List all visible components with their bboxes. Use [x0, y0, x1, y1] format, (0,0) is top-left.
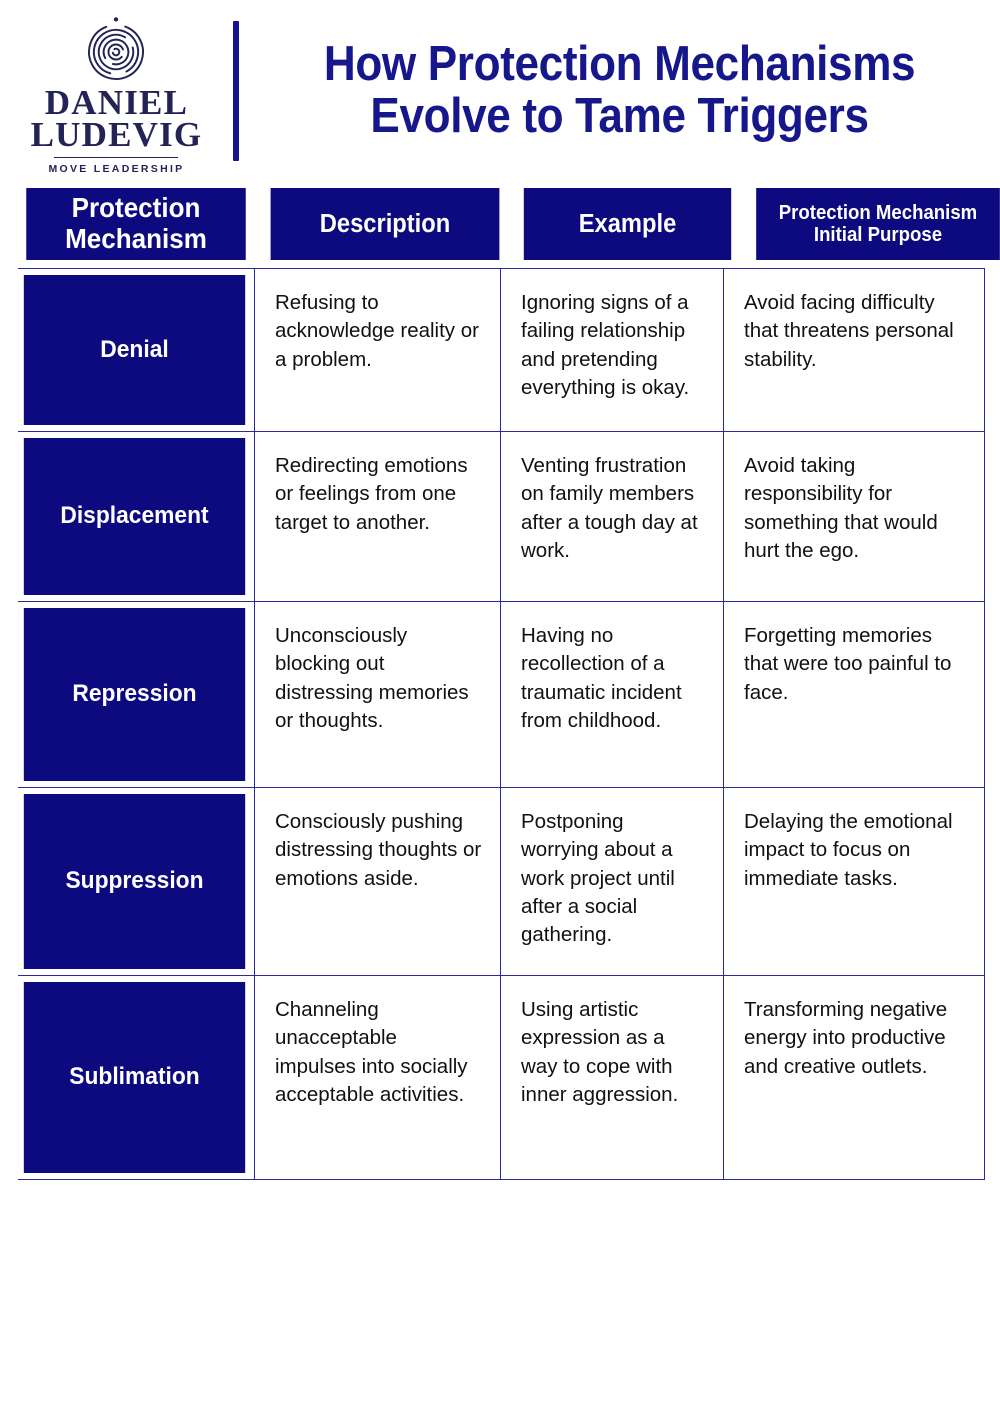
row-mechanism-cell: Repression [18, 602, 254, 787]
row-mechanism-cell: Suppression [18, 788, 254, 975]
page-header: DANIEL LUDEVIG MOVE LEADERSHIP How Prote… [0, 0, 1000, 182]
spiral-labyrinth-icon [77, 13, 155, 85]
brand-rule [54, 156, 179, 159]
row-mechanism-cell: Sublimation [18, 976, 254, 1179]
column-header-description: Description [262, 188, 508, 260]
row-initial-purpose-cell: Forgetting memories that were too painfu… [723, 602, 985, 787]
brand-name-line1: DANIEL [44, 82, 189, 122]
example-text: Ignoring signs of a failing relationship… [521, 291, 690, 399]
row-description-cell: Consciously pushing distressing thoughts… [254, 788, 500, 975]
mechanism-label: Suppression [23, 794, 246, 969]
table-row: Sublimation Channeling unacceptable impu… [18, 975, 985, 1180]
row-description-cell: Unconsciously blocking out distressing m… [254, 602, 500, 787]
column-header-line1: Example [578, 209, 677, 238]
column-header-line1: Protection Mechanism [778, 202, 978, 224]
row-description-cell: Channeling unacceptable impulses into so… [254, 976, 500, 1179]
description-text: Refusing to acknowledge reality or a pro… [275, 291, 479, 371]
table-row: Displacement Redirecting emotions or fee… [18, 431, 985, 601]
page-title: How Protection Mechanisms Evolve to Tame… [291, 37, 1000, 143]
initial-purpose-text: Forgetting memories that were too painfu… [744, 624, 952, 704]
column-header-initial-purpose: Protection Mechanism Initial Purpose [747, 188, 1000, 260]
description-text: Redirecting emotions or feelings from on… [275, 454, 468, 534]
mechanism-label: Repression [23, 608, 246, 781]
header-gap-1 [254, 188, 262, 260]
row-example-cell: Postponing worrying about a work project… [500, 788, 723, 975]
example-text: Using artistic expression as a way to co… [521, 998, 679, 1106]
description-text: Consciously pushing distressing thoughts… [275, 810, 482, 890]
description-text: Channeling unacceptable impulses into so… [275, 998, 468, 1106]
row-initial-purpose-cell: Delaying the emotional impact to focus o… [723, 788, 985, 975]
example-text: Postponing worrying about a work project… [521, 810, 675, 947]
table-row: Suppression Consciously pushing distress… [18, 787, 985, 975]
initial-purpose-text: Avoid facing difficulty that threatens p… [744, 291, 954, 371]
row-initial-purpose-cell: Avoid facing difficulty that threatens p… [723, 269, 985, 431]
protection-mechanisms-table: Protection Mechanism Description Example [18, 188, 1000, 1180]
row-example-cell: Using artistic expression as a way to co… [500, 976, 723, 1179]
mechanism-label: Denial [23, 275, 246, 425]
column-header-line1: Description [319, 209, 451, 238]
column-header-line1: Protection [71, 192, 201, 224]
table-row: Denial Refusing to acknowledge reality o… [18, 268, 985, 431]
row-description-cell: Refusing to acknowledge reality or a pro… [254, 269, 500, 431]
row-initial-purpose-cell: Transforming negative energy into produc… [723, 976, 985, 1179]
row-mechanism-cell: Displacement [18, 432, 254, 601]
row-description-cell: Redirecting emotions or feelings from on… [254, 432, 500, 601]
initial-purpose-text: Delaying the emotional impact to focus o… [744, 810, 953, 890]
brand-name-line2: LUDEVIG [30, 114, 203, 154]
mechanism-label: Sublimation [23, 982, 246, 1173]
row-example-cell: Venting frustration on family members af… [500, 432, 723, 601]
column-header-example: Example [516, 188, 739, 260]
page-title-line1: How Protection Mechanisms [323, 37, 916, 92]
table-header-row: Protection Mechanism Description Example [18, 188, 1000, 260]
initial-purpose-text: Avoid taking responsibility for somethin… [744, 454, 938, 562]
header-gap-2 [508, 188, 516, 260]
page-title-line2: Evolve to Tame Triggers [370, 89, 869, 143]
column-header-protection-mechanism: Protection Mechanism [18, 188, 254, 260]
row-initial-purpose-cell: Avoid taking responsibility for somethin… [723, 432, 985, 601]
column-header-line2: Mechanism [65, 223, 207, 254]
brand-tagline: MOVE LEADERSHIP [48, 163, 185, 176]
example-text: Venting frustration on family members af… [521, 454, 698, 562]
column-header-line2: Initial Purpose [813, 224, 943, 246]
example-text: Having no recollection of a traumatic in… [521, 624, 682, 732]
table-row: Repression Unconsciously blocking out di… [18, 601, 985, 787]
brand-wordmark: DANIEL LUDEVIG [30, 82, 203, 154]
initial-purpose-text: Transforming negative energy into produc… [744, 998, 948, 1078]
header-gap-3 [739, 188, 747, 260]
header-vertical-divider [232, 21, 239, 161]
mechanism-label: Displacement [23, 438, 246, 595]
brand-logo: DANIEL LUDEVIG MOVE LEADERSHIP [0, 0, 233, 182]
description-text: Unconsciously blocking out distressing m… [275, 624, 469, 732]
row-example-cell: Ignoring signs of a failing relationship… [500, 269, 723, 431]
row-mechanism-cell: Denial [18, 269, 254, 431]
row-example-cell: Having no recollection of a traumatic in… [500, 602, 723, 787]
